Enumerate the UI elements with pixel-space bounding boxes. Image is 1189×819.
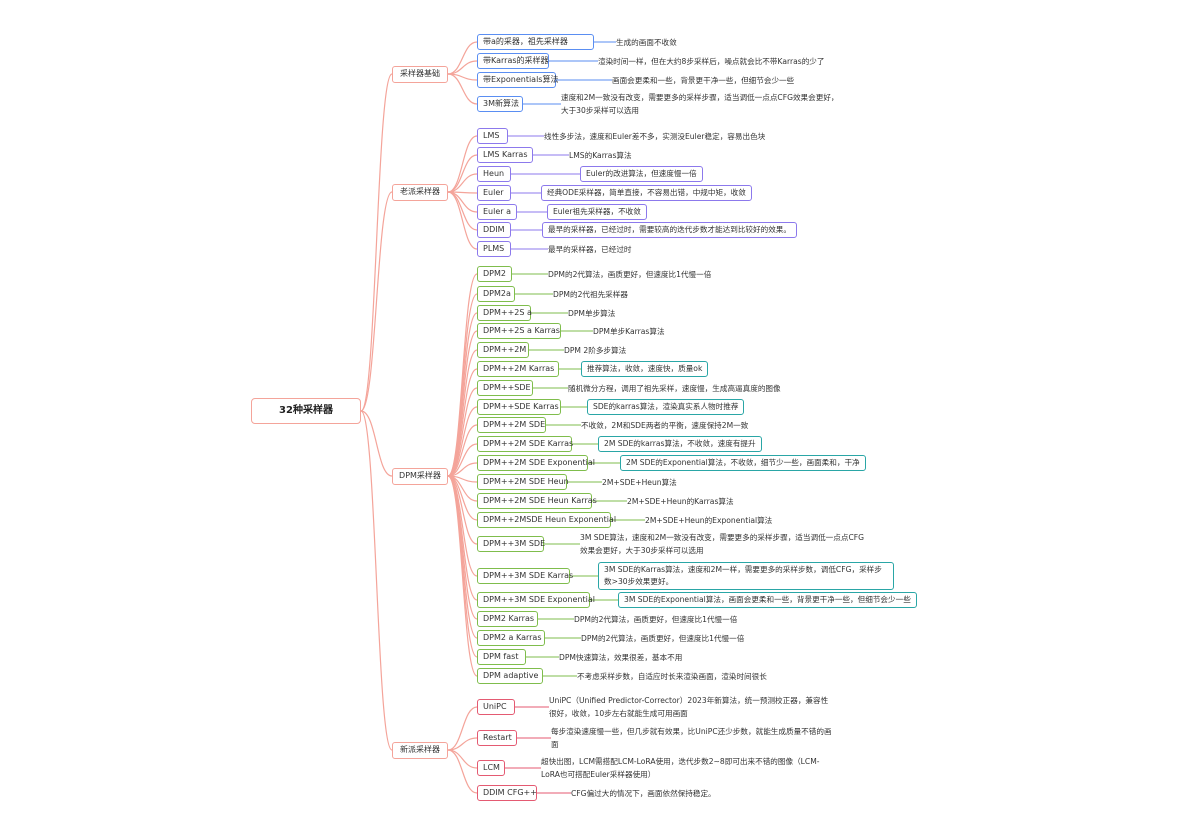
sampler-node[interactable]: UniPC <box>477 699 515 715</box>
category-node[interactable]: 采样器基础 <box>392 65 448 83</box>
category-to-item-connector <box>447 424 478 477</box>
sampler-description: 不收敛，2M和SDE两者的平衡，速度保持2M一致 <box>581 420 749 430</box>
sampler-node[interactable]: DPM++2M <box>477 342 529 358</box>
sampler-description: DPM 2阶多步算法 <box>564 345 627 355</box>
category-to-item-connector <box>447 737 478 751</box>
sampler-node[interactable]: DPM++2MSDE Heun Exponential <box>477 512 616 528</box>
sampler-node[interactable]: DPM++3M SDE Karras <box>477 568 573 584</box>
sampler-node[interactable]: DPM++2M SDE Heun <box>477 474 569 490</box>
root-to-category-connector <box>360 410 393 477</box>
root-to-category-connector <box>360 410 393 751</box>
sampler-node[interactable]: Euler <box>477 185 511 201</box>
category-to-item-connector <box>447 41 478 75</box>
sampler-description: DPM单步Karras算法 <box>593 326 665 336</box>
category-to-item-connector <box>447 443 478 477</box>
sampler-node[interactable]: DPM++3M SDE <box>477 536 545 552</box>
sampler-description: 2M SDE的Exponential算法，不收敛，细节少一些，画面柔和，干净 <box>620 455 866 471</box>
sampler-node[interactable]: DPM2a <box>477 286 515 302</box>
sampler-node[interactable]: LMS <box>477 128 508 144</box>
sampler-node[interactable]: DPM++2M SDE <box>477 417 546 433</box>
category-to-item-connector <box>447 191 478 250</box>
sampler-description: 3M SDE的Karras算法，速度和2M一样，需要更多的采样步数，调低CFG，… <box>598 562 894 590</box>
sampler-node[interactable]: DPM++2S a <box>477 305 532 321</box>
category-to-item-connector <box>447 330 478 477</box>
sampler-node[interactable]: LCM <box>477 760 505 776</box>
sampler-node[interactable]: 带a的采器，祖先采样器 <box>477 34 594 50</box>
sampler-description: UniPC（Unified Predictor-Corrector）2023年新… <box>549 696 829 718</box>
sampler-node[interactable]: DDIM <box>477 222 511 238</box>
sampler-description: 随机微分方程，调用了祖先采样，速度慢，生成高逼真度的图像 <box>568 383 781 393</box>
sampler-description: 3M SDE的Exponential算法，画面会更柔和一些，背景更干净一些，但细… <box>618 592 917 608</box>
sampler-node[interactable]: DPM++SDE <box>477 380 533 396</box>
sampler-description: DPM的2代祖先采样器 <box>553 289 628 299</box>
sampler-node[interactable]: DPM2 <box>477 266 512 282</box>
root-node[interactable]: 32种采样器 <box>251 398 361 424</box>
sampler-description: 渲染时间一样，但在大约8步采样后，噪点就会比不带Karras的少了 <box>598 56 825 66</box>
sampler-node[interactable]: DDIM CFG++ <box>477 785 537 801</box>
category-node[interactable]: 老派采样器 <box>392 183 448 201</box>
sampler-description: 每步渲染速度慢一些，但几步就有效果，比UniPC还少步数，就能生成质量不错的画面 <box>551 727 832 749</box>
sampler-node[interactable]: 3M新算法 <box>477 96 523 112</box>
sampler-description: 不考虑采样步数，自适应时长来渲染画面，渲染时间很长 <box>577 671 767 681</box>
root-to-category-connector <box>360 73 393 412</box>
category-to-item-connector <box>447 191 478 213</box>
sampler-description: 生成的画面不收敛 <box>616 37 677 47</box>
sampler-node[interactable]: DPM++SDE Karras <box>477 399 561 415</box>
root-to-category-connector <box>360 191 393 412</box>
sampler-node[interactable]: Euler a <box>477 204 517 220</box>
sampler-node[interactable]: DPM fast <box>477 649 526 665</box>
sampler-description: 超快出图，LCM需搭配LCM-LoRA使用，迭代步数2~8即可出来不错的图像（L… <box>541 757 820 779</box>
category-to-item-connector <box>447 154 478 193</box>
category-to-item-connector <box>447 73 478 105</box>
sampler-description: LMS的Karras算法 <box>569 150 632 160</box>
sampler-description: Euler祖先采样器，不收敛 <box>547 204 647 220</box>
sampler-node[interactable]: Heun <box>477 166 511 182</box>
sampler-node[interactable]: DPM++2M SDE Heun Karras <box>477 493 597 509</box>
sampler-description: 最早的采样器，已经过时 <box>548 244 632 254</box>
sampler-node[interactable]: DPM++2M SDE Karras <box>477 436 573 452</box>
category-to-item-connector <box>447 475 478 677</box>
sampler-node[interactable]: DPM++2M SDE Exponential <box>477 455 595 471</box>
category-node[interactable]: DPM采样器 <box>392 467 448 485</box>
sampler-description: DPM单步算法 <box>568 308 616 318</box>
category-node[interactable]: 新派采样器 <box>392 741 448 759</box>
sampler-description: DPM的2代算法，画质更好，但速度比1代慢一倍 <box>548 269 712 279</box>
sampler-node[interactable]: DPM adaptive <box>477 668 543 684</box>
category-to-item-connector <box>447 60 478 75</box>
category-to-item-connector <box>447 706 478 751</box>
sampler-description: 2M+SDE+Heun算法 <box>602 477 677 487</box>
sampler-description: 最早的采样器，已经过时，需要较高的迭代步数才能达到比较好的效果。 <box>542 222 797 238</box>
sampler-node[interactable]: PLMS <box>477 241 511 257</box>
sampler-description: 推荐算法，收敛，速度快，质量ok <box>581 361 709 377</box>
sampler-node[interactable]: DPM++3M SDE Exponential <box>477 592 595 608</box>
sampler-description: 经典ODE采样器，简单直接，不容易出错，中规中矩，收敛 <box>541 185 752 201</box>
sampler-description: 线性多步法，速度和Euler差不多，实测没Euler稳定，容易出色块 <box>544 131 766 141</box>
sampler-description: 2M+SDE+Heun的Exponential算法 <box>645 515 773 525</box>
sampler-node[interactable]: DPM2 Karras <box>477 611 538 627</box>
sampler-node[interactable]: 带Karras的采样器 <box>477 53 549 69</box>
sampler-description: 画面会更柔和一些，背景更干净一些，但细节会少一些 <box>612 75 795 85</box>
sampler-description: SDE的karras算法，渲染真实系人物时推荐 <box>587 399 745 415</box>
sampler-description: CFG偏过大的情况下，画面依然保持稳定。 <box>571 788 716 798</box>
sampler-node[interactable]: 带Exponentials算法 <box>477 72 558 88</box>
sampler-node[interactable]: DPM++2S a Karras <box>477 323 561 339</box>
sampler-description: 2M+SDE+Heun的Karras算法 <box>627 496 734 506</box>
sampler-description: DPM快速算法，效果很差，基本不用 <box>559 652 683 662</box>
sampler-description: DPM的2代算法，画质更好，但速度比1代慢一倍 <box>581 633 745 643</box>
category-to-item-connector <box>447 749 478 794</box>
category-to-item-connector <box>447 475 478 658</box>
sampler-description: Euler的改进算法，但速度慢一倍 <box>580 166 703 182</box>
sampler-node[interactable]: DPM2 a Karras <box>477 630 545 646</box>
sampler-description: 2M SDE的karras算法，不收敛，速度有提升 <box>598 436 762 452</box>
category-to-item-connector <box>447 749 478 769</box>
sampler-node[interactable]: DPM++2M Karras <box>477 361 559 377</box>
sampler-description: 速度和2M一致没有改变，需要更多的采样步骤，适当调低一点点CFG效果会更好，大于… <box>561 93 839 115</box>
sampler-description: 3M SDE算法，速度和2M一致没有改变，需要更多的采样步骤，适当调低一点点CF… <box>580 533 865 555</box>
sampler-description: DPM的2代算法，画质更好，但速度比1代慢一倍 <box>574 614 738 624</box>
sampler-node[interactable]: LMS Karras <box>477 147 533 163</box>
sampler-node[interactable]: Restart <box>477 730 517 746</box>
